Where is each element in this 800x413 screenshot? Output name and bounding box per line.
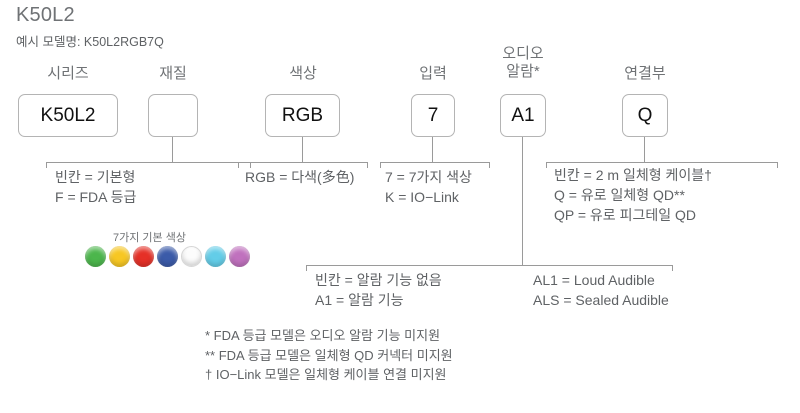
bracket-tick-material-right	[250, 162, 252, 168]
leader-line-material	[172, 137, 174, 162]
bracket-tick-input-left	[380, 162, 382, 168]
bracket-material	[46, 162, 251, 164]
example-model-name: 예시 모델명: K50L2RGB7Q	[16, 35, 164, 49]
bracket-color	[238, 162, 368, 164]
bracket-tick-input-right	[489, 162, 491, 168]
swatch-blue	[157, 246, 178, 267]
legend-input: 7 = 7가지 색상 K = IO−Link	[385, 169, 472, 205]
caption-color: 색상	[289, 65, 317, 82]
code-box-color: RGB	[265, 94, 340, 137]
leader-line-audio-alarm	[522, 137, 524, 265]
swatch-green	[85, 246, 106, 267]
leader-line-color	[302, 137, 304, 162]
bracket-tick-connector-right	[777, 162, 779, 168]
caption-connector: 연결부	[624, 65, 666, 82]
footnotes: * FDA 등급 모델은 오디오 알람 기능 미지원 ** FDA 등급 모델은…	[205, 328, 453, 382]
legend-connector: 빈칸 = 2 m 일체형 케이블† Q = 유로 일체형 QD** QP = 유…	[554, 167, 712, 223]
legend-alarm-blank: 빈칸 = 알람 기능 없음 A1 = 알람 기능	[315, 272, 442, 308]
leader-line-input	[432, 137, 434, 162]
caption-material: 재질	[159, 65, 187, 82]
code-box-audio-alarm: A1	[500, 94, 546, 137]
legend-material: 빈칸 = 기본형 F = FDA 등급	[55, 169, 137, 205]
swatches-title: 7가지 기본 색상	[113, 232, 186, 244]
caption-audio-alarm: 오디오 알람*	[502, 45, 544, 80]
code-box-input: 7	[411, 94, 455, 137]
code-box-series: K50L2	[18, 94, 118, 137]
swatch-magenta	[229, 246, 250, 267]
bracket-tick-alarm-right	[672, 265, 674, 271]
code-box-material	[148, 94, 198, 137]
code-box-connector: Q	[622, 94, 668, 137]
bracket-audio-alarm	[306, 265, 673, 267]
legend-color: RGB = 다색(多色)	[245, 169, 355, 185]
leader-line-connector	[644, 137, 646, 162]
bracket-tick-material-left	[46, 162, 48, 168]
swatch-amber	[109, 246, 130, 267]
caption-series: 시리즈	[47, 65, 89, 82]
bracket-tick-connector-left	[546, 162, 548, 168]
bracket-tick-color-left	[238, 162, 240, 168]
swatch-white	[181, 246, 202, 267]
swatch-red	[133, 246, 154, 267]
bracket-input	[380, 162, 490, 164]
swatch-cyan	[205, 246, 226, 267]
bracket-tick-color-right	[367, 162, 369, 168]
bracket-tick-alarm-left	[306, 265, 308, 271]
bracket-connector	[546, 162, 778, 164]
legend-alarm-audible: AL1 = Loud Audible ALS = Sealed Audible	[533, 272, 669, 308]
page-title: K50L2	[16, 4, 75, 26]
caption-input: 입력	[419, 65, 447, 82]
color-swatch-row	[85, 246, 250, 267]
